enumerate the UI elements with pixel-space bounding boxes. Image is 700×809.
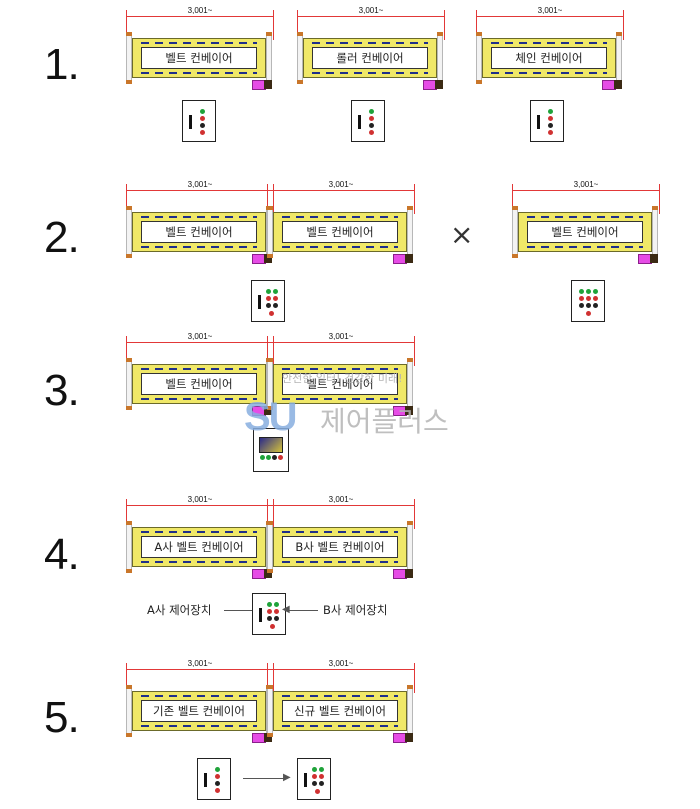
conveyor-5-2: 3,001~ 신규 벨트 컨베이어 bbox=[267, 659, 415, 743]
caption-b-controller: B사 제어장치 bbox=[323, 603, 388, 617]
conveyor-label: 신규 벨트 컨베이어 bbox=[282, 700, 398, 722]
control-panel-icon bbox=[252, 593, 286, 635]
dimension-text: 3,001~ bbox=[328, 180, 354, 189]
conveyor-label: 벨트 컨베이어 bbox=[141, 373, 257, 395]
dimension-text: 3,001~ bbox=[328, 659, 354, 668]
dimension-text: 3,001~ bbox=[573, 180, 599, 189]
control-panel-icon bbox=[297, 758, 331, 800]
conveyor-1-1: 3,001~ 벨트 컨베이어 bbox=[126, 6, 274, 90]
motor-icon bbox=[393, 406, 413, 416]
conveyor-label: 벨트 컨베이어 bbox=[527, 221, 643, 243]
control-panel-icon bbox=[182, 100, 216, 142]
conveyor-label: 벨트 컨베이어 bbox=[141, 47, 257, 69]
row-number-2: 2. bbox=[44, 213, 80, 262]
row-number-3: 3. bbox=[44, 366, 80, 415]
control-panel-icon bbox=[251, 280, 285, 322]
conveyor-1-2: 3,001~ 롤러 컨베이어 bbox=[297, 6, 445, 90]
conveyor-label: B사 벨트 컨베이어 bbox=[282, 536, 398, 558]
conveyor-label: 기존 벨트 컨베이어 bbox=[141, 700, 257, 722]
motor-icon bbox=[602, 80, 622, 90]
conveyor-label: 벨트 컨베이어 bbox=[141, 221, 257, 243]
conveyor-4-2: 3,001~ B사 벨트 컨베이어 bbox=[267, 495, 415, 579]
conveyor-label: A사 벨트 컨베이어 bbox=[141, 536, 257, 558]
conveyor-3-1: 3,001~ 벨트 컨베이어 bbox=[126, 332, 274, 416]
dimension-text: 3,001~ bbox=[187, 6, 213, 15]
conveyor-label: 체인 컨베이어 bbox=[491, 47, 607, 69]
dimension-text: 3,001~ bbox=[187, 332, 213, 341]
motor-icon bbox=[252, 569, 272, 579]
dimension-text: 3,001~ bbox=[187, 180, 213, 189]
control-panel-icon bbox=[571, 280, 605, 322]
dimension-text: 3,001~ bbox=[328, 495, 354, 504]
conveyor-4-1: 3,001~ A사 벨트 컨베이어 bbox=[126, 495, 274, 579]
motor-icon bbox=[393, 254, 413, 264]
conveyor-label: 롤러 컨베이어 bbox=[312, 47, 428, 69]
conveyor-label: 벨트 컨베이어 bbox=[282, 221, 398, 243]
x-mark-icon: × bbox=[450, 218, 474, 251]
dimension-text: 3,001~ bbox=[187, 495, 213, 504]
watermark-logo: SU bbox=[244, 395, 298, 439]
motor-icon bbox=[252, 406, 272, 416]
conveyor-2-3: 3,001~ 벨트 컨베이어 bbox=[512, 180, 660, 264]
arrow-right-icon bbox=[243, 778, 287, 779]
motor-icon bbox=[252, 254, 272, 264]
dimension-text: 3,001~ bbox=[358, 6, 384, 15]
motor-icon bbox=[423, 80, 443, 90]
motor-icon bbox=[252, 733, 272, 743]
dimension-text: 3,001~ bbox=[187, 659, 213, 668]
conveyor-2-1: 3,001~ 벨트 컨베이어 bbox=[126, 180, 274, 264]
motor-icon bbox=[252, 80, 272, 90]
caption-a-controller: A사 제어장치 bbox=[147, 603, 212, 617]
conveyor-3-2: 3,001~ 벨트 컨베이어 bbox=[267, 332, 415, 416]
watermark-slogan: 안전한 일터! 건강한 미래! bbox=[282, 372, 403, 385]
conveyor-1-3: 3,001~ 체인 컨베이어 bbox=[476, 6, 624, 90]
motor-icon bbox=[393, 569, 413, 579]
control-panel-icon bbox=[197, 758, 231, 800]
watermark-name: 제어플러스 bbox=[320, 405, 449, 438]
conveyor-5-1: 3,001~ 기존 벨트 컨베이어 bbox=[126, 659, 274, 743]
dimension-text: 3,001~ bbox=[328, 332, 354, 341]
dimension-text: 3,001~ bbox=[537, 6, 563, 15]
conveyor-label: 벨트 컨베이어 bbox=[282, 373, 398, 395]
conveyor-2-2: 3,001~ 벨트 컨베이어 bbox=[267, 180, 415, 264]
row-number-4: 4. bbox=[44, 530, 80, 579]
touch-panel-icon bbox=[253, 428, 289, 472]
control-panel-icon bbox=[351, 100, 385, 142]
control-panel-icon bbox=[530, 100, 564, 142]
row-number-1: 1. bbox=[44, 40, 80, 89]
row-number-5: 5. bbox=[44, 693, 80, 742]
motor-icon bbox=[638, 254, 658, 264]
motor-icon bbox=[393, 733, 413, 743]
